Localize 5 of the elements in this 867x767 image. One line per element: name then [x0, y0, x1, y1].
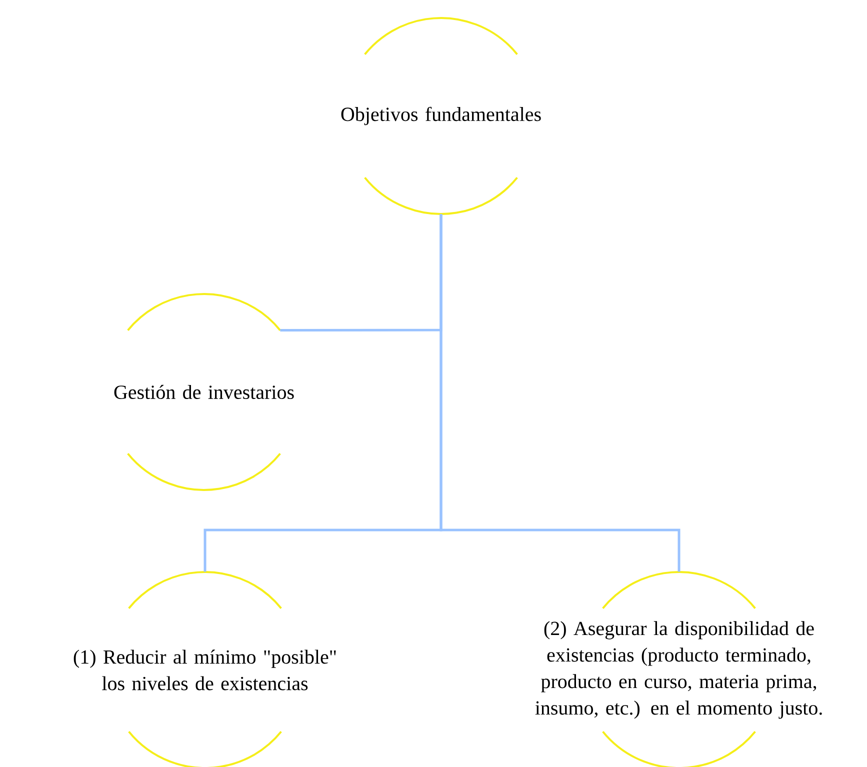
circle-node: (1) Reducir al mínimo "posible" los niveles de existencias [74, 571, 336, 767]
circle-node: Objetivos fundamentales [341, 17, 541, 215]
circle-node: (2) Asegurar la disponibilidad de existencias (producto terminado, producto en curso, materia prima, insumo, etc.) en el momento justo. [535, 571, 822, 767]
connector-line [440, 214, 680, 572]
circle-node: Gestión de investarios [114, 293, 294, 491]
